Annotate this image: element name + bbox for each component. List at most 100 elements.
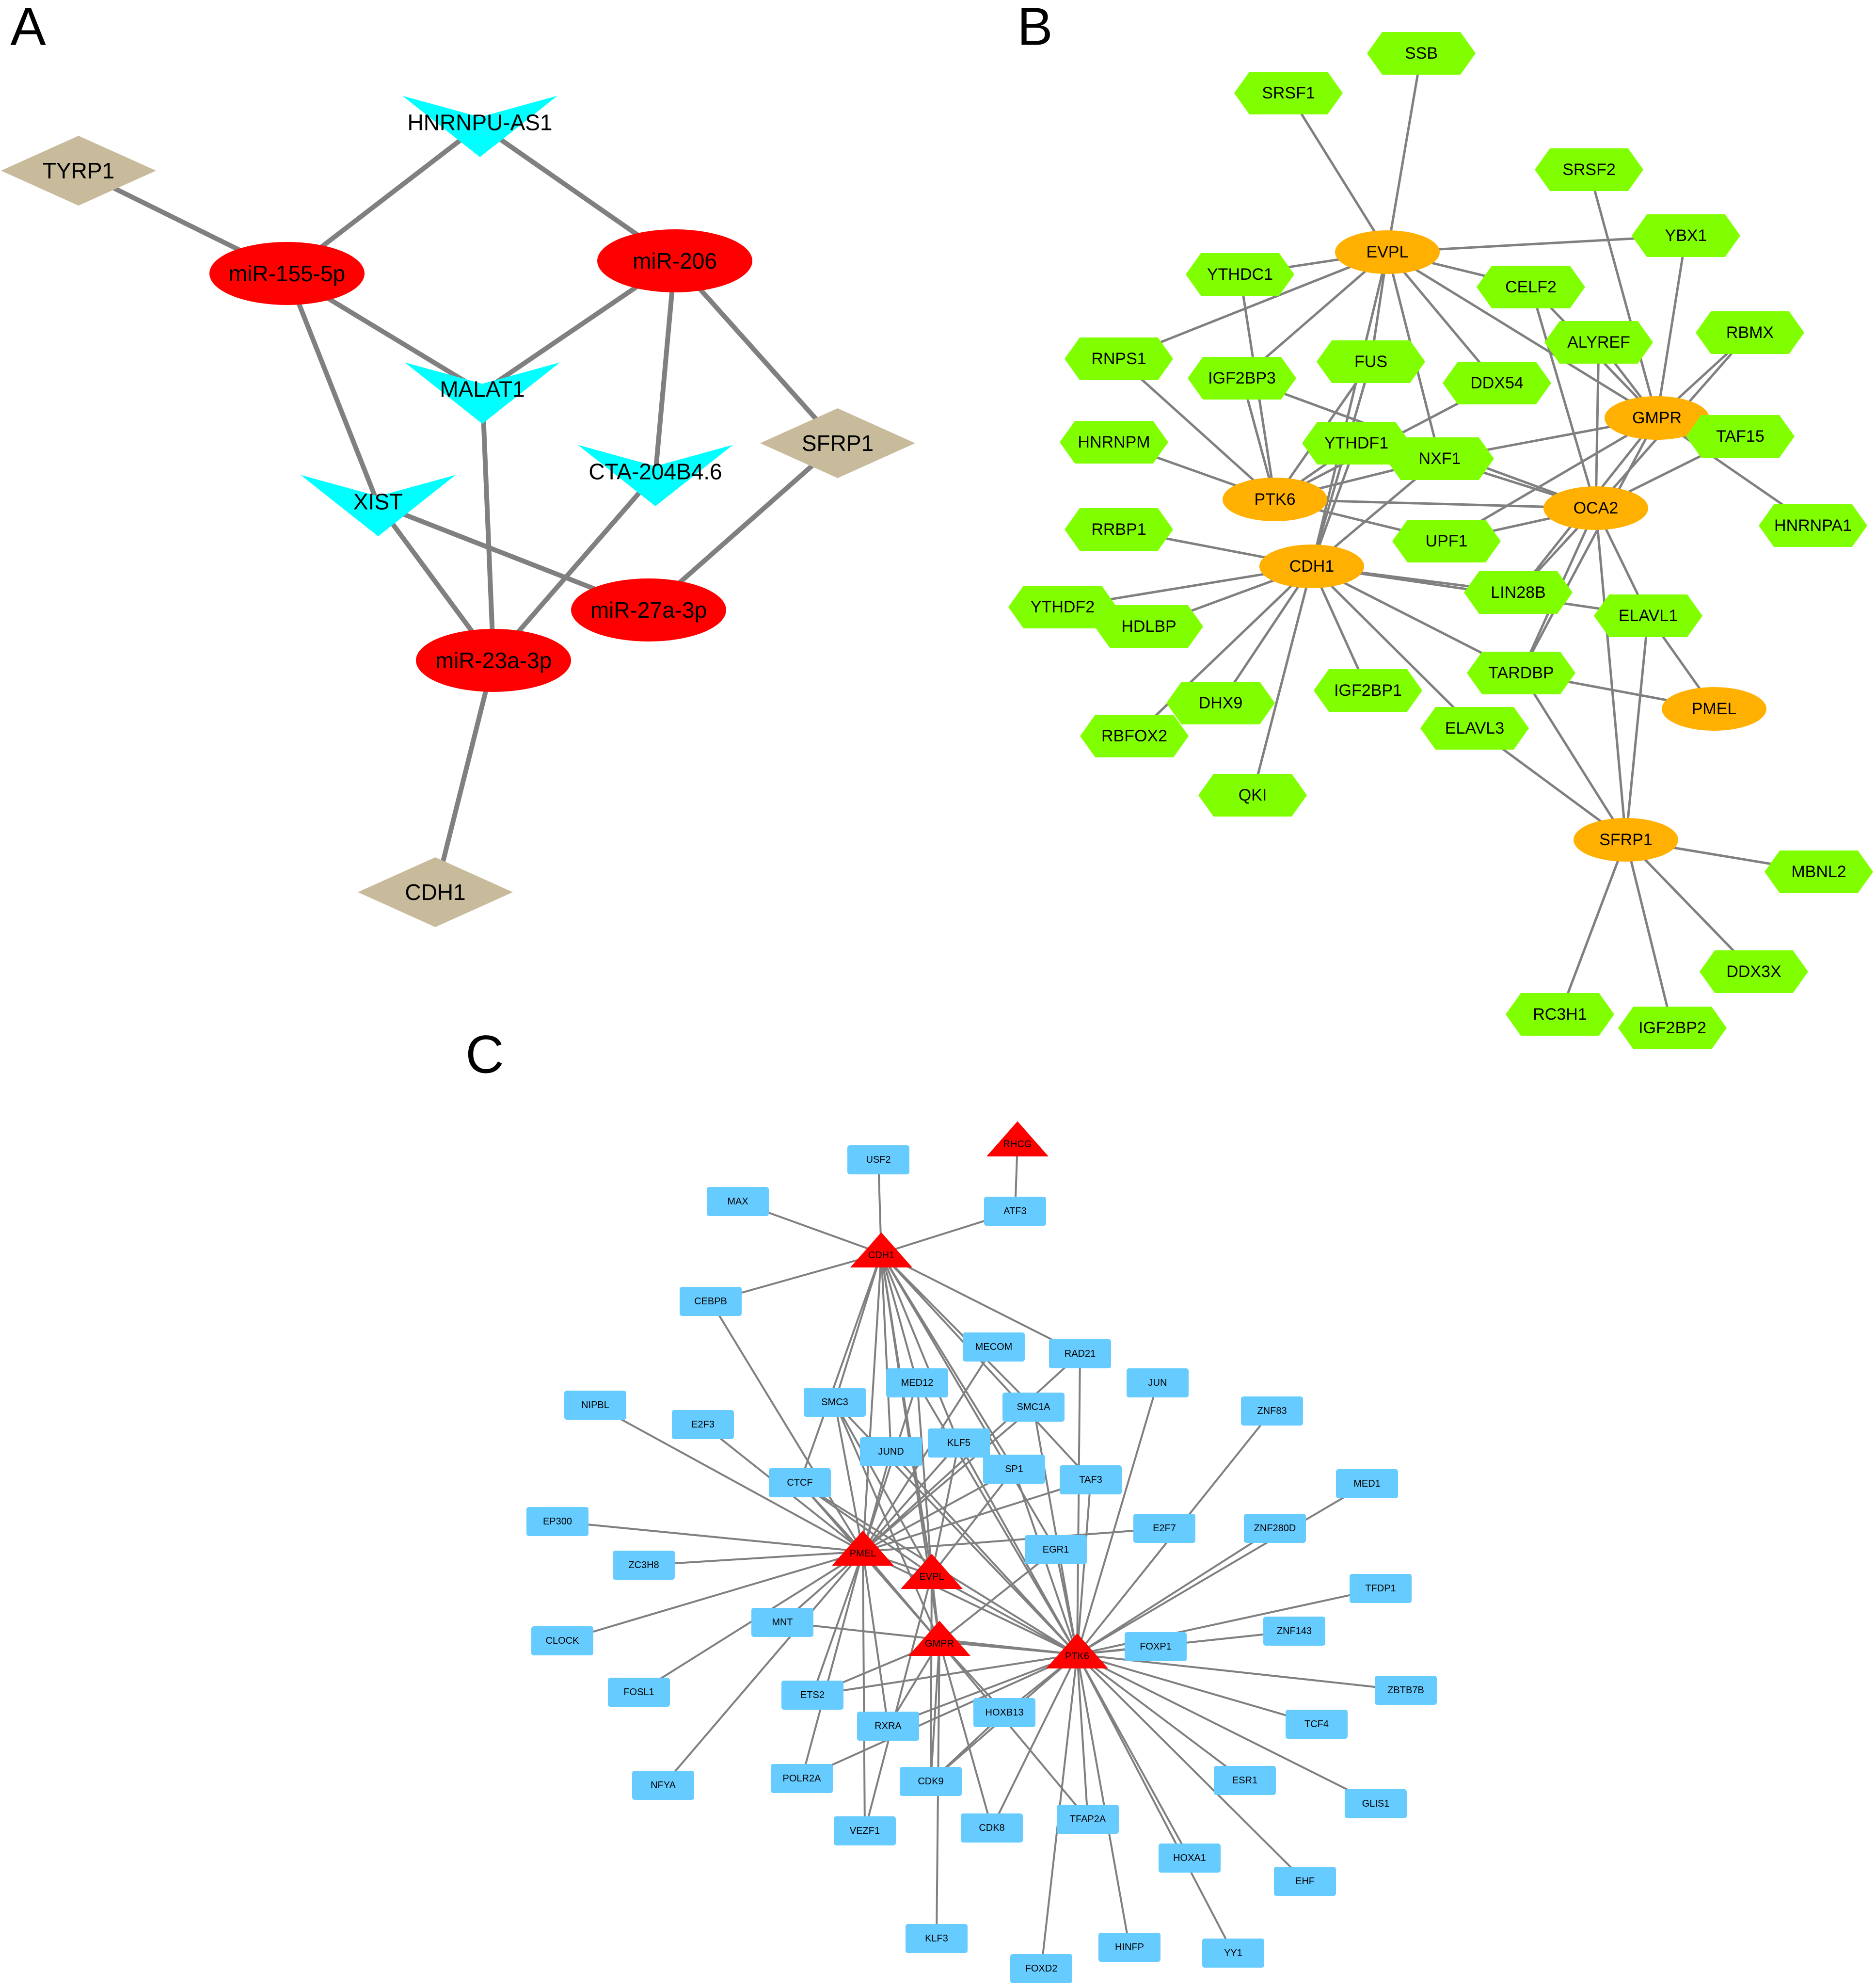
node-shape-tf (1010, 1954, 1072, 1983)
node-label: NXF1 (1419, 449, 1461, 468)
edge-e2f7-pmel (862, 1527, 1165, 1553)
node-shape-tf (632, 1771, 694, 1800)
node-nipbl: NIPBL (564, 1391, 626, 1420)
node-label: EHF (1295, 1876, 1315, 1887)
edge-ep300-pmel (556, 1521, 864, 1553)
node-shape-rbp (1544, 321, 1653, 364)
node-label: IGF2BP3 (1208, 369, 1276, 387)
node-igf2bp2: IGF2BP2 (1618, 1007, 1727, 1049)
node-label: DHX9 (1199, 694, 1243, 712)
node-rxra: RXRA (857, 1712, 919, 1741)
node-label: FOXD2 (1025, 1963, 1058, 1974)
node-shape-tf (834, 1816, 896, 1845)
edge-hinfp-ptk6 (1076, 1653, 1130, 1948)
edge-cdh1-rad21 (880, 1252, 1081, 1355)
node-label: CDH1 (868, 1250, 894, 1261)
node-jund: JUND (860, 1437, 922, 1466)
edge-nfya-pmel (662, 1551, 864, 1786)
node-shape-tf (860, 1437, 922, 1466)
node-label: FUS (1354, 353, 1387, 371)
node-label: RRBP1 (1091, 520, 1146, 539)
node-tfdp1: TFDP1 (1350, 1574, 1412, 1603)
node-label: DDX3X (1726, 962, 1781, 981)
node-shape-rbp (1477, 266, 1585, 308)
edge-celf2-oca2 (1529, 286, 1597, 510)
node-shape-lncrna (578, 445, 733, 506)
edge-malat1-mir-23a-3p (480, 389, 496, 663)
node-shape-rbp (1080, 715, 1189, 757)
edge-cdh1-med12 (880, 1252, 918, 1384)
node-label: CELF2 (1505, 278, 1557, 296)
node-shape-tf (1202, 1939, 1264, 1968)
node-label: MAX (727, 1196, 748, 1207)
edge-ets2-pmel (811, 1551, 864, 1696)
edge-cdh1-qki (1251, 565, 1313, 797)
edge-ets2-ptk6 (811, 1653, 1078, 1696)
node-shape-tf (608, 1678, 670, 1707)
node-mbnl2: MBNL2 (1765, 850, 1873, 893)
node-shape-hub (1543, 486, 1648, 530)
node-ythdc1: YTHDC1 (1186, 253, 1294, 296)
node-shape-tf (1350, 1574, 1412, 1603)
node-yy1: YY1 (1202, 1939, 1264, 1968)
node-shape-rbp (1467, 652, 1575, 694)
node-label: TFDP1 (1365, 1583, 1396, 1594)
node-e2f3: E2F3 (672, 1410, 734, 1439)
node-igf2bp1: IGF2BP1 (1314, 669, 1422, 712)
edge-cdh1-smc1a (880, 1252, 1034, 1408)
node-label: RBMX (1726, 323, 1774, 342)
edge-sfrp1-igf2bp2 (1624, 838, 1674, 1029)
node-shape-tf (1214, 1766, 1276, 1795)
node-label: KLF5 (947, 1438, 970, 1448)
edge-cdh1-klf5 (880, 1252, 960, 1444)
node-label: SFRP1 (1599, 831, 1653, 849)
node-shape-tf (1002, 1393, 1065, 1422)
node-shape-hub (1574, 818, 1678, 862)
panel-b-nodes: SSBSRSF1SRSF2EVPLYBX1YTHDC1CELF2RBMXALYR… (1008, 32, 1873, 1049)
edge-polr2a-ptk6 (801, 1653, 1078, 1780)
node-rbfox2: RBFOX2 (1080, 715, 1189, 757)
node-shape-tf (983, 1455, 1045, 1484)
edge-srsf2-gmpr (1588, 168, 1658, 419)
node-label: ZNF83 (1257, 1406, 1287, 1416)
edge-jun-ptk6 (1076, 1382, 1159, 1655)
node-shape-tf (781, 1681, 843, 1710)
node-shape-tf (900, 1767, 962, 1796)
node-label: RNPS1 (1091, 350, 1146, 368)
node-zc3h8: ZC3H8 (613, 1551, 675, 1580)
edge-mir-155-5p-xist (285, 271, 381, 507)
node-shape-lncrna (405, 362, 560, 424)
node-cdk8: CDK8 (961, 1813, 1023, 1843)
edge-klf5-pmel (862, 1442, 960, 1553)
node-label: GMPR (1632, 409, 1682, 427)
node-label: RC3H1 (1533, 1005, 1587, 1024)
node-label: QKI (1239, 786, 1267, 804)
node-label: PMEL (850, 1548, 876, 1559)
node-sp1: SP1 (983, 1455, 1045, 1484)
node-label: SMC1A (1017, 1402, 1051, 1412)
node-label: OCA2 (1574, 499, 1619, 517)
node-shape-mirna (571, 578, 726, 641)
edge-egr1-gmpr (938, 1549, 1057, 1643)
node-sfrp1: SFRP1 (1574, 818, 1678, 862)
edge-sfrp1-rc3h1 (1558, 838, 1627, 1016)
node-label: EGR1 (1043, 1544, 1069, 1555)
node-ssb: SSB (1367, 32, 1476, 75)
node-label: SRSF1 (1262, 84, 1315, 102)
node-shape-tf (886, 1368, 948, 1397)
edge-rxra-pmel (862, 1551, 889, 1727)
edge-evpl-gmpr (1386, 251, 1658, 419)
panel-b-network: B SSBSRSF1SRSF2EVPLYBX1YTHDC1CELF2RBMXAL… (1008, 0, 1873, 1049)
edge-taf3-ptk6 (1076, 1479, 1092, 1655)
node-shape-rbp (1367, 32, 1476, 75)
node-label: KLF3 (925, 1933, 948, 1944)
edge-yy1-ptk6 (1076, 1653, 1234, 1954)
node-shape-tf (526, 1507, 588, 1536)
node-label: HOXA1 (1173, 1853, 1206, 1863)
edge-elavl1-sfrp1 (1624, 614, 1650, 841)
node-shape-tf (984, 1197, 1046, 1226)
node-rbmx: RBMX (1696, 311, 1804, 354)
node-shape-rbp (1198, 774, 1307, 817)
edge-gmpr-ptk6 (938, 1641, 1078, 1655)
node-shape-tf (751, 1608, 813, 1637)
